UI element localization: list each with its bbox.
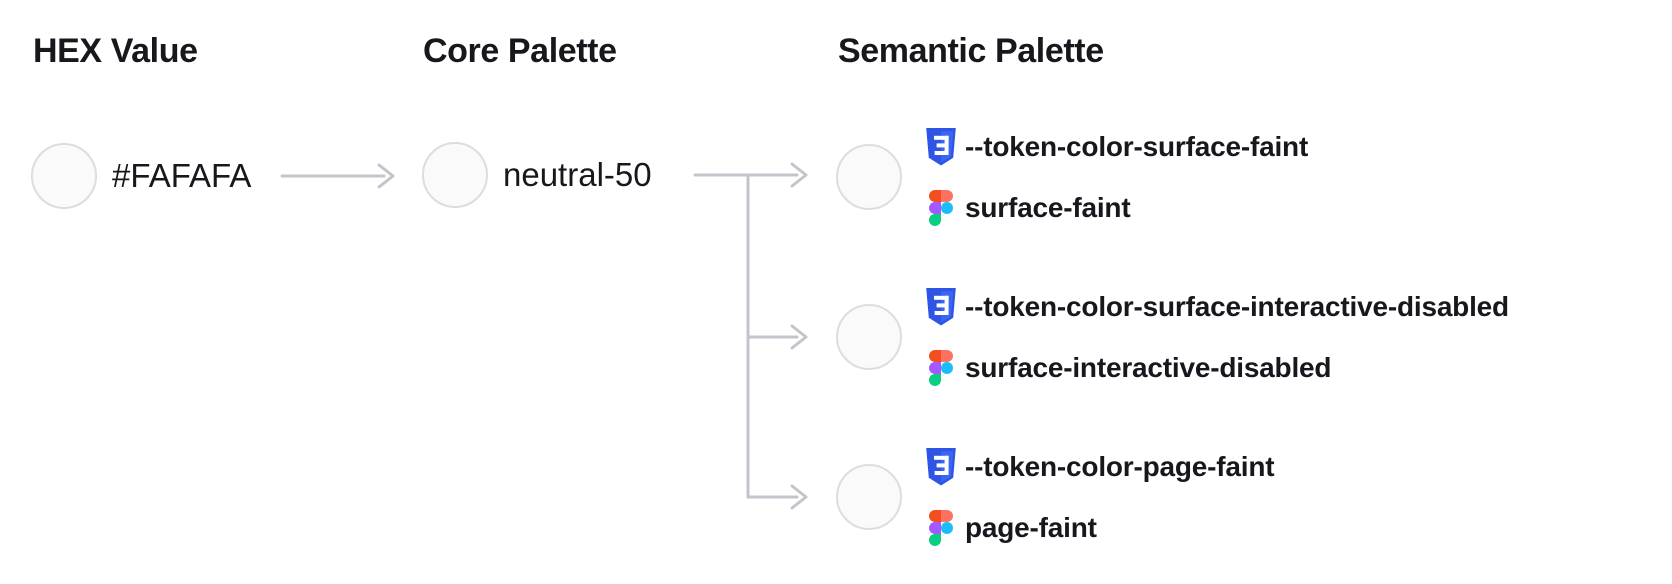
core-color-swatch: [422, 142, 488, 208]
arrow-core-to-semantic-branches: [693, 162, 808, 510]
hex-node: #FAFAFA: [31, 143, 251, 209]
semantic-color-swatch: [836, 463, 902, 530]
semantic-token-entry: --token-color-surface-interactive-disabl…: [836, 287, 1509, 386]
hex-value-label: #FAFAFA: [112, 157, 252, 194]
figma-style-name: page-faint: [965, 512, 1097, 543]
css-variable-row: --token-color-surface-faint: [924, 127, 1308, 167]
token-rows: --token-color-surface-faint surface-fain…: [924, 127, 1308, 226]
semantic-token-entry: --token-color-page-faint page-faint: [836, 447, 1275, 546]
css3-icon: [924, 287, 958, 327]
figma-icon: [924, 350, 958, 386]
semantic-color-swatch: [836, 143, 902, 210]
figma-style-name: surface-faint: [965, 192, 1131, 223]
css-variable-name: --token-color-surface-interactive-disabl…: [965, 291, 1509, 322]
figma-style-row: page-faint: [924, 510, 1274, 546]
column-header-core: Core Palette: [423, 32, 617, 70]
figma-icon: [924, 510, 958, 546]
column-header-hex: HEX Value: [33, 32, 198, 70]
css-variable-name: --token-color-surface-faint: [965, 131, 1309, 162]
figma-style-name: surface-interactive-disabled: [965, 352, 1332, 383]
semantic-color-swatch: [836, 303, 902, 370]
figma-icon: [924, 190, 958, 226]
arrow-hex-to-core: [280, 163, 395, 189]
token-rows: --token-color-surface-interactive-disabl…: [924, 287, 1509, 386]
css3-icon: [924, 447, 958, 487]
core-name-label: neutral-50: [503, 156, 652, 193]
column-header-semantic: Semantic Palette: [838, 32, 1104, 70]
hex-color-swatch: [31, 143, 97, 209]
token-rows: --token-color-page-faint page-faint: [924, 447, 1275, 546]
figma-style-row: surface-faint: [924, 190, 1308, 226]
css-variable-row: --token-color-surface-interactive-disabl…: [924, 287, 1509, 327]
css-variable-name: --token-color-page-faint: [965, 451, 1275, 482]
semantic-token-entry: --token-color-surface-faint surface-fain…: [836, 127, 1308, 226]
css3-icon: [924, 127, 958, 167]
css-variable-row: --token-color-page-faint: [924, 447, 1275, 487]
figma-style-row: surface-interactive-disabled: [924, 350, 1509, 386]
core-node: neutral-50: [422, 142, 652, 208]
